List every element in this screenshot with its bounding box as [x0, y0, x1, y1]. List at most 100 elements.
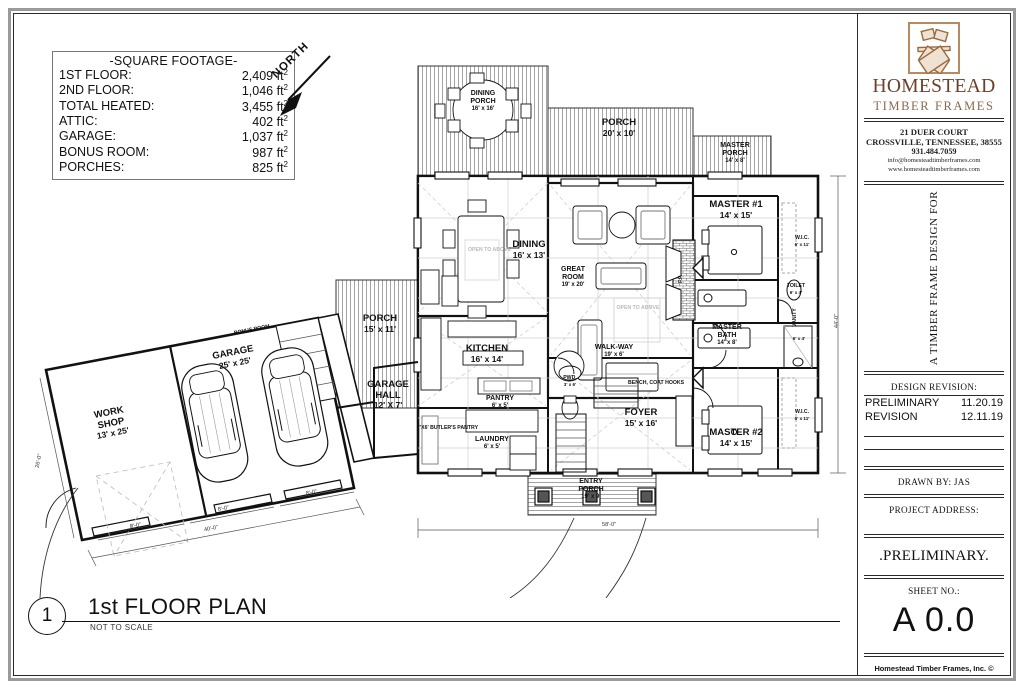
- square-footage-label: ATTIC:: [59, 113, 98, 128]
- company-logo: [858, 14, 1010, 76]
- company-address: 21 DUER COURT CROSSVILLE, TENNESSEE, 385…: [858, 126, 1010, 177]
- divider-4: [864, 394, 1004, 396]
- room-label-bath-closet: 6' x 4': [792, 336, 806, 341]
- square-footage-value: 1,046 ft2: [241, 83, 288, 99]
- square-footage-value: 402 ft2: [252, 113, 288, 130]
- project-address-label: PROJECT ADDRESS:: [889, 504, 979, 515]
- room-label-dining: DINING 16' x 13': [512, 239, 546, 260]
- square-footage-label: TOTAL HEATED:: [59, 98, 155, 113]
- sheet-number: A 0.0: [892, 600, 976, 639]
- square-footage-title: -SQUARE FOOTAGE-: [109, 54, 238, 68]
- divider-7: [864, 465, 1004, 470]
- design-for-label: A TIMBER FRAME DESIGN FOR: [928, 190, 940, 365]
- square-footage-value: 987 ft2: [252, 144, 288, 160]
- floor-plan-svg: [39, 65, 846, 598]
- square-footage-label: BONUS ROOM:: [59, 144, 150, 159]
- divider-3: [864, 370, 1004, 375]
- square-footage-row: GARAGE: 1,037 ft2: [59, 129, 288, 144]
- square-footage-value: 2,409 ft2: [241, 68, 288, 84]
- floor-plan-drawing: DINING PORCH 16' x 16' PORCH 20' x 10' M…: [18, 18, 850, 598]
- divider-6: [864, 448, 1004, 450]
- dimension-house-width: 58'-0": [602, 522, 617, 528]
- sheet-title-rule: [62, 621, 840, 622]
- detail-number-bubble: 1: [28, 597, 66, 635]
- scale-note: NOT TO SCALE: [90, 623, 154, 632]
- divider-10: [864, 574, 1004, 579]
- revision-label: REVISION: [865, 410, 918, 423]
- square-footage-label: PORCHES:: [59, 159, 125, 174]
- divider-2: [864, 180, 1004, 185]
- revision-row: REVISION 12.11.19: [858, 410, 1010, 424]
- room-label-entry-porch: ENTRY PORCH 19' x 9': [578, 478, 604, 500]
- annotation-open-to-above-1: OPEN TO ABOVE: [616, 305, 660, 311]
- square-footage-label: 2ND FLOOR:: [59, 83, 135, 98]
- page-title: 1st FLOOR PLAN: [88, 594, 268, 619]
- room-label-dining-porch: DINING PORCH 16' x 16': [470, 90, 496, 112]
- divider-5: [864, 435, 1004, 437]
- address-line-1: 21 DUER COURT: [900, 126, 968, 137]
- dimension-house-depth: 44'-0": [834, 313, 841, 329]
- room-label-walk-way: WALK-WAY 19' x 6': [594, 344, 634, 358]
- sheet-title-block: 1 1st FLOOR PLAN NOT TO SCALE: [20, 591, 840, 645]
- design-revision-header: DESIGN REVISION:: [890, 381, 978, 392]
- divider-9: [864, 533, 1004, 538]
- room-label-porch: PORCH 20' x 10': [601, 117, 637, 138]
- square-footage-row: 1ST FLOOR: 2,409 ft2: [59, 68, 288, 83]
- copyright-notice: Homestead Timber Frames, Inc. ©: [874, 664, 994, 673]
- design-for-field: A TIMBER FRAME DESIGN FOR: [858, 189, 1010, 367]
- sheet-number-label: SHEET NO.:: [908, 585, 960, 596]
- room-label-great-room: GREAT ROOM 19' x 20': [561, 266, 585, 288]
- address-line-2: CROSSVILLE, TENNESSEE, 38555: [866, 136, 1002, 147]
- divider-8: [864, 493, 1004, 498]
- annotation-bench-coat-hooks: BENCH, COAT HOOKS: [628, 380, 685, 386]
- drawn-by: DRAWN BY: JAS: [897, 476, 971, 487]
- north-arrow: NORTH: [270, 40, 342, 126]
- revision-date: 12.11.19: [960, 410, 1003, 423]
- room-label-master-2: MASTER #2 14' x 15': [709, 427, 763, 448]
- company-name: HOMESTEAD: [872, 76, 996, 97]
- company-email[interactable]: info@homesteadtimberframes.com: [887, 157, 981, 165]
- room-label-wic-lower: W.I.C. 6' x 11': [794, 409, 810, 421]
- room-label-pwd: PWD. 3' x 6': [563, 375, 577, 387]
- annotation-butlers-pantry: 7'X6' BUTLER'S PANTRY: [417, 425, 479, 431]
- title-block: HOMESTEAD TIMBER FRAMES 21 DUER COURT CR…: [857, 13, 1011, 676]
- square-footage-label: GARAGE:: [59, 129, 116, 144]
- company-website[interactable]: www.homesteadtimberframes.com: [888, 165, 980, 173]
- square-footage-value: 825 ft2: [252, 159, 288, 175]
- company-phone: 931.484.7059: [911, 147, 957, 157]
- square-footage-row: TOTAL HEATED: 3,455 ft2: [59, 99, 288, 114]
- room-label-garage-hall: GARAGE HALL 12' X 7': [367, 379, 409, 411]
- room-label-master-bath: MASTER BATH 14' x 8': [712, 324, 742, 346]
- revision-label: PRELIMINARY: [865, 396, 940, 409]
- square-footage-row: BONUS ROOM: 987 ft2: [59, 145, 288, 160]
- revision-date: 11.20.19: [960, 396, 1003, 409]
- room-label-foyer: FOYER 15' x 16': [624, 407, 658, 428]
- square-footage-value: 3,455 ft2: [241, 98, 288, 114]
- annotation-fireplace: F.P.: [678, 274, 685, 284]
- square-footage-value: 1,037 ft2: [241, 129, 288, 145]
- sheet-border-outer: [8, 8, 1016, 681]
- divider-11: [864, 653, 1004, 657]
- revision-row: PRELIMINARY 11.20.19: [858, 396, 1010, 410]
- room-label-kitchen: KITCHEN 16' x 14': [465, 343, 509, 364]
- room-label-porch-side: PORCH 15' x 11': [362, 313, 398, 334]
- room-label-wic-upper: W.I.C. 6' x 11': [794, 235, 810, 247]
- square-footage-row: 2ND FLOOR: 1,046 ft2: [59, 83, 288, 98]
- divider-1: [864, 117, 1004, 122]
- project-name: .PRELIMINARY.: [879, 547, 989, 564]
- company-subtitle: TIMBER FRAMES: [873, 98, 995, 113]
- room-label-pantry: PANTRY 6' x 5': [486, 395, 514, 409]
- room-label-toilet: TOILET 6' x 4': [786, 283, 806, 295]
- square-footage-row: PORCHES: 825 ft2: [59, 160, 288, 175]
- annotation-open-to-above-2: OPEN TO ABOVE: [468, 247, 511, 253]
- square-footage-row: ATTIC: 402 ft2: [59, 114, 288, 129]
- timber-frame-logo-icon: [908, 22, 960, 74]
- room-label-laundry: LAUNDRY 6' x 5': [475, 436, 509, 450]
- annotation-vanity: VANITY: [792, 308, 799, 327]
- room-label-master-porch: MASTER PORCH 14' x 8': [720, 142, 750, 164]
- square-footage-label: 1ST FLOOR:: [59, 68, 132, 83]
